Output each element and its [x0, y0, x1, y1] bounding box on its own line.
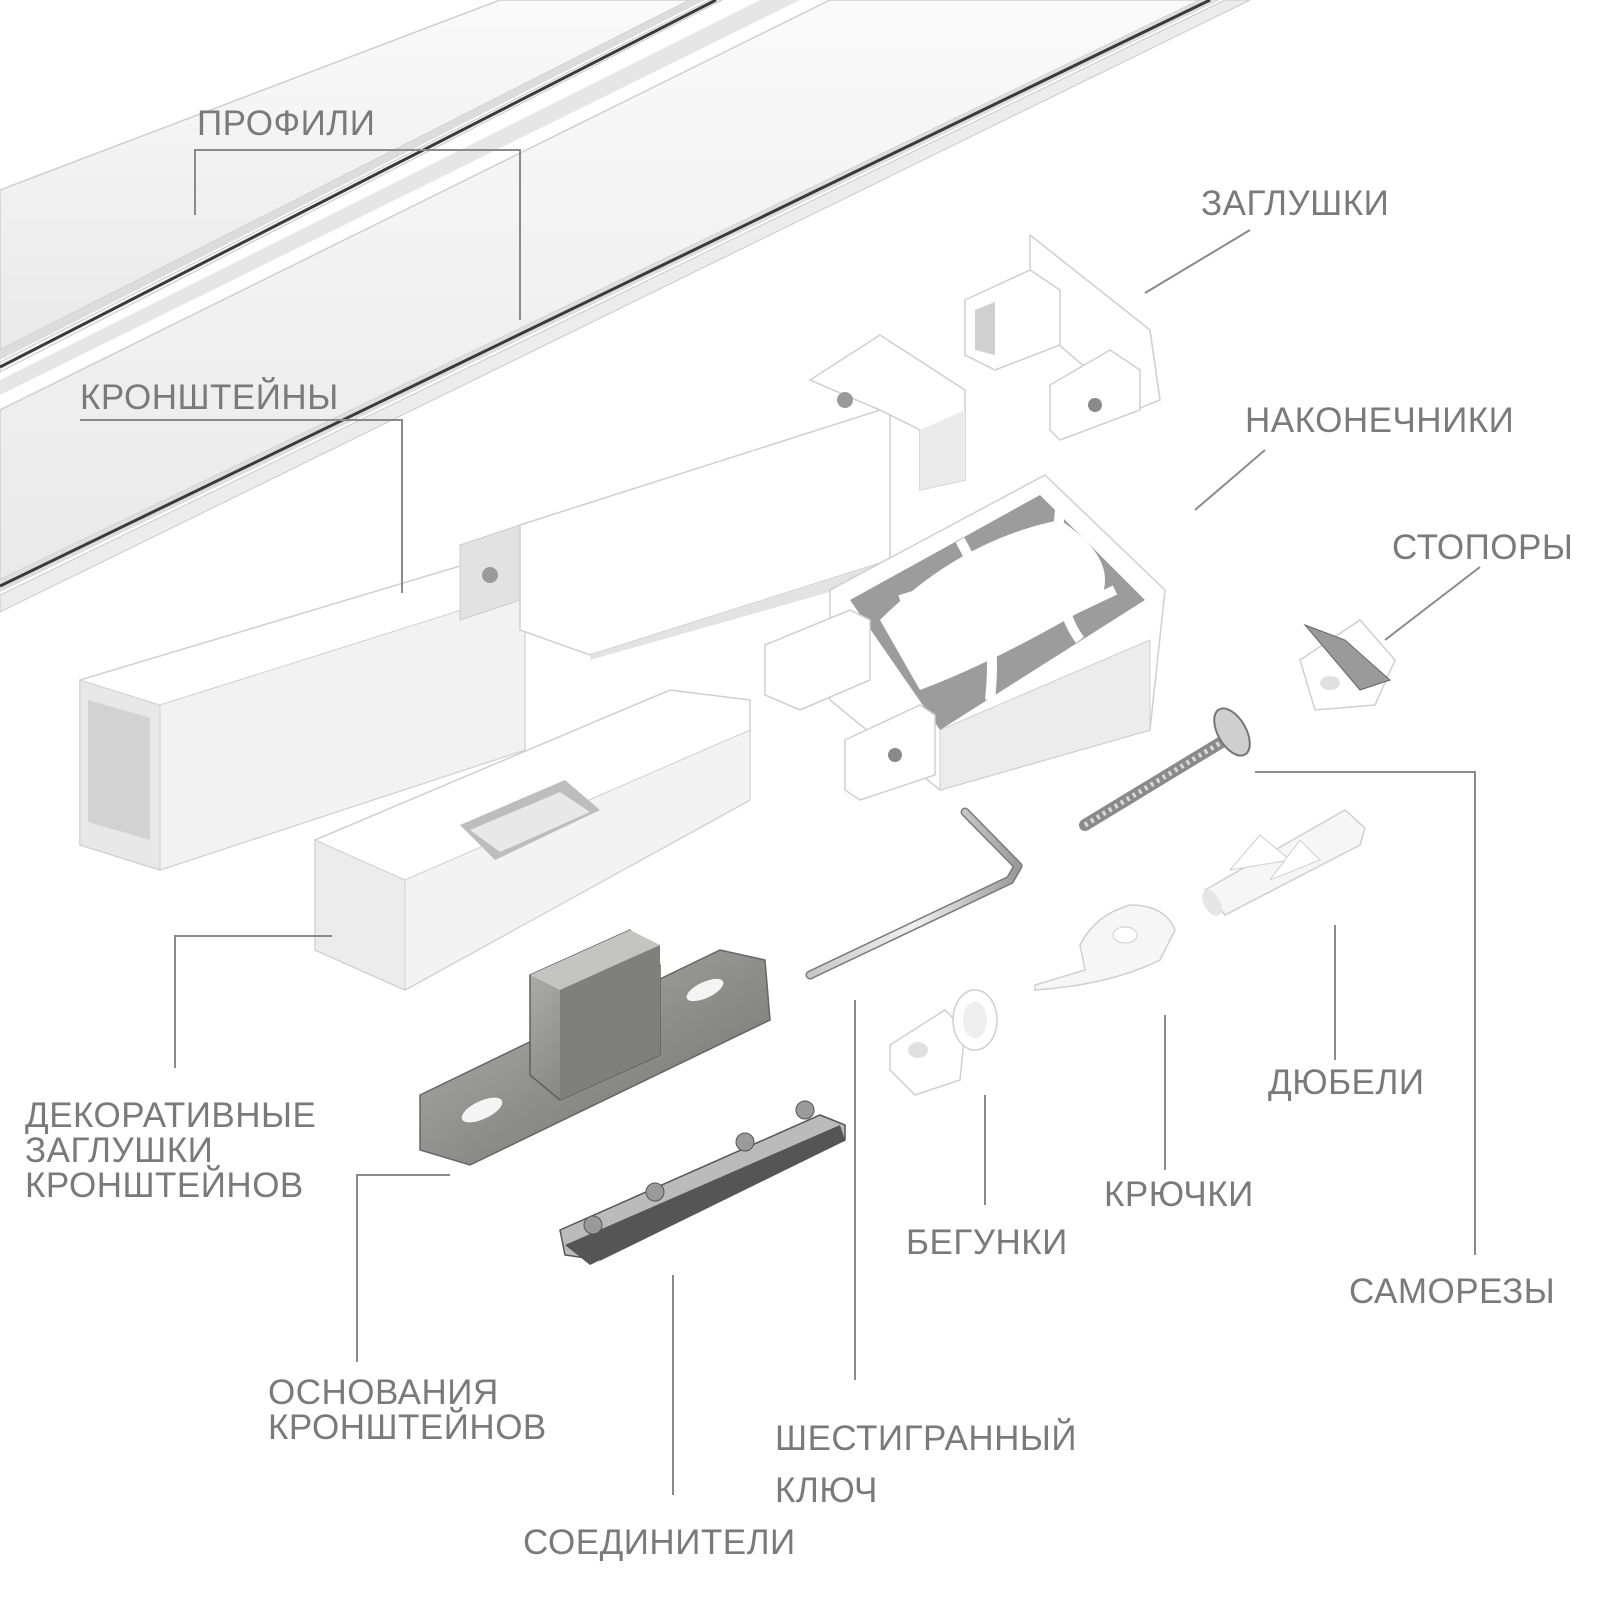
decorative-bracket-cap-part — [314, 689, 751, 991]
label-connectors: СОЕДИНИТЕЛИ — [523, 1523, 796, 1562]
label-screws: САМОРЕЗЫ — [1349, 1272, 1556, 1311]
stopper-part — [1299, 619, 1396, 711]
label-stoppers: СТОПОРЫ — [1392, 528, 1574, 567]
label-hex-key: ШЕСТИГРАННЫЙ КЛЮЧ — [775, 1413, 1077, 1517]
leader-end-caps — [1144, 229, 1251, 294]
label-bracket-bases: ОСНОВАНИЯ КРОНШТЕЙНОВ — [268, 1375, 547, 1445]
leader-screws — [1255, 771, 1476, 1255]
screw-part — [1079, 707, 1251, 831]
profile-rail-lower — [0, 0, 1251, 613]
profile-rail-upper — [0, 0, 800, 395]
leader-bracket-caps — [174, 935, 332, 1068]
label-hex-key-line-2: КЛЮЧ — [775, 1471, 878, 1510]
label-decorative-bracket-caps: ДЕКОРАТИВНЫЕ ЗАГЛУШКИ КРОНШТЕЙНОВ — [25, 1098, 316, 1203]
label-profiles: ПРОФИЛИ — [197, 104, 376, 143]
label-finials: НАКОНЕЧНИКИ — [1245, 401, 1515, 440]
hex-key-part — [805, 807, 1023, 980]
label-decorative-bracket-caps-line-1: ДЕКОРАТИВНЫЕ — [25, 1096, 317, 1135]
connector-part — [559, 1100, 846, 1265]
label-dowels: ДЮБЕЛИ — [1268, 1063, 1425, 1102]
runner-part — [889, 989, 998, 1096]
label-runners: БЕГУНКИ — [906, 1223, 1068, 1262]
label-bracket-bases-line-2: КРОНШТЕЙНОВ — [268, 1408, 547, 1447]
finial-part — [764, 474, 1166, 801]
bracket-part — [79, 334, 966, 871]
label-brackets: КРОНШТЕЙНЫ — [80, 378, 339, 417]
bracket-base-part — [419, 929, 771, 1166]
leader-brackets — [80, 419, 403, 593]
leader-bracket-bases — [356, 1174, 450, 1362]
label-decorative-bracket-caps-line-3: КРОНШТЕЙНОВ — [25, 1166, 304, 1205]
leader-profiles — [194, 149, 521, 320]
label-hex-key-line-1: ШЕСТИГРАННЫЙ — [775, 1419, 1078, 1458]
label-end-caps: ЗАГЛУШКИ — [1201, 184, 1390, 223]
hook-part — [1034, 904, 1176, 991]
dowel-part — [1202, 809, 1366, 916]
label-hooks: КРЮЧКИ — [1104, 1175, 1254, 1214]
end-cap-part — [964, 233, 1161, 441]
label-decorative-bracket-caps-line-2: ЗАГЛУШКИ — [25, 1131, 214, 1170]
leader-finials — [1194, 449, 1266, 511]
label-bracket-bases-line-1: ОСНОВАНИЯ — [268, 1373, 499, 1412]
leader-lines — [80, 149, 1481, 1495]
leader-stoppers — [1384, 566, 1481, 641]
